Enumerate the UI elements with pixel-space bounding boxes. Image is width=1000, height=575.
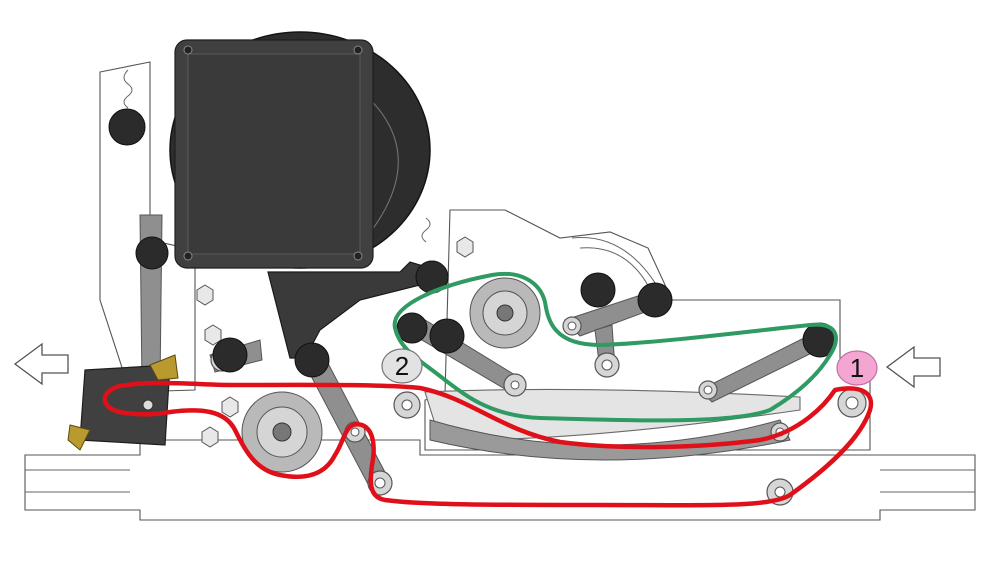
thumb-knobs	[108, 108, 838, 378]
marker-2-label: 2	[395, 351, 409, 381]
filament-path-1	[102, 380, 874, 508]
arrow-left-outline-icon	[13, 342, 69, 386]
filament-path-2	[392, 271, 838, 423]
filament-funnel	[267, 261, 431, 359]
lower-drive-gear	[241, 391, 323, 473]
marker-1: 1	[836, 350, 878, 386]
arrow-left-outline-icon	[885, 345, 941, 389]
hex-nuts	[196, 236, 474, 448]
marker-2: 2	[381, 348, 423, 384]
spool-drive-block	[174, 39, 374, 269]
marker-1-label: 1	[850, 353, 864, 383]
extruder-block	[67, 354, 179, 451]
upper-drive-gear	[469, 277, 541, 349]
